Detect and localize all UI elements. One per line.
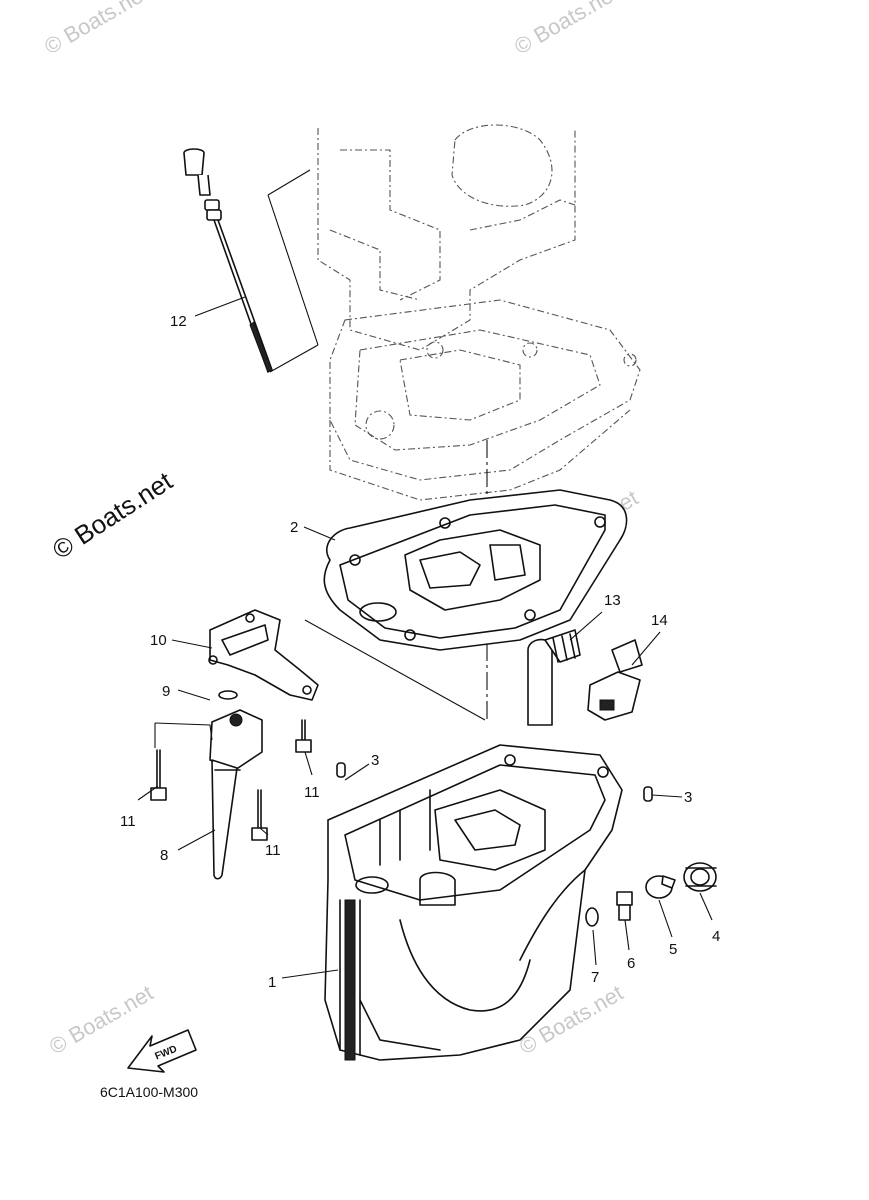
fwd-arrow: FWD [127,1029,197,1073]
callout-3-right: 3 [684,789,692,806]
bolt-center[interactable] [251,789,268,841]
callout-13: 13 [604,592,621,609]
callout-3-left: 3 [371,752,379,769]
callout-4: 4 [712,928,720,945]
callout-8: 8 [160,847,168,864]
callout-5: 5 [669,941,677,958]
callout-12: 12 [170,313,187,330]
watermark-main: © Boats.net [47,465,178,565]
callout-9: 9 [162,683,170,700]
dowel-pin-left[interactable] [336,762,346,778]
hose[interactable] [527,629,581,726]
oil-pan[interactable] [324,744,623,1061]
gasket[interactable] [323,489,628,651]
grommet[interactable] [683,862,717,892]
watermark-bottom-left: © Boats.net [45,980,157,1059]
callout-7: 7 [591,969,599,986]
diagram-code: 6C1A100-M300 [100,1084,198,1100]
dipstick[interactable] [183,148,273,373]
hose-clamp[interactable] [645,875,676,899]
watermark-top-left: © Boats.net [40,0,152,59]
strainer-phantom-link [304,619,486,721]
drain-gasket[interactable] [585,907,599,927]
watermark-top-right: © Boats.net [510,0,622,59]
hose-bracket[interactable] [587,639,643,721]
bolt-left[interactable] [150,749,167,801]
callouts: 1 2 3 3 4 5 6 7 8 9 10 11 11 11 12 13 14 [120,313,720,991]
leader-lines [137,296,713,979]
callout-11-right: 11 [304,784,320,801]
callout-2: 2 [290,519,298,536]
callout-1: 1 [268,974,276,991]
callout-10: 10 [150,632,167,649]
drain-bolt[interactable] [616,891,633,921]
dipstick-phantom-link [267,169,319,373]
callout-11-center: 11 [265,842,281,859]
dowel-pin-right[interactable] [643,786,653,802]
oil-strainer-assembly[interactable] [208,609,319,880]
callout-14: 14 [651,612,668,629]
callout-6: 6 [627,955,635,972]
callout-11-left: 11 [120,813,136,830]
bolt-right[interactable] [295,719,312,753]
engine-block-phantom [317,124,641,501]
